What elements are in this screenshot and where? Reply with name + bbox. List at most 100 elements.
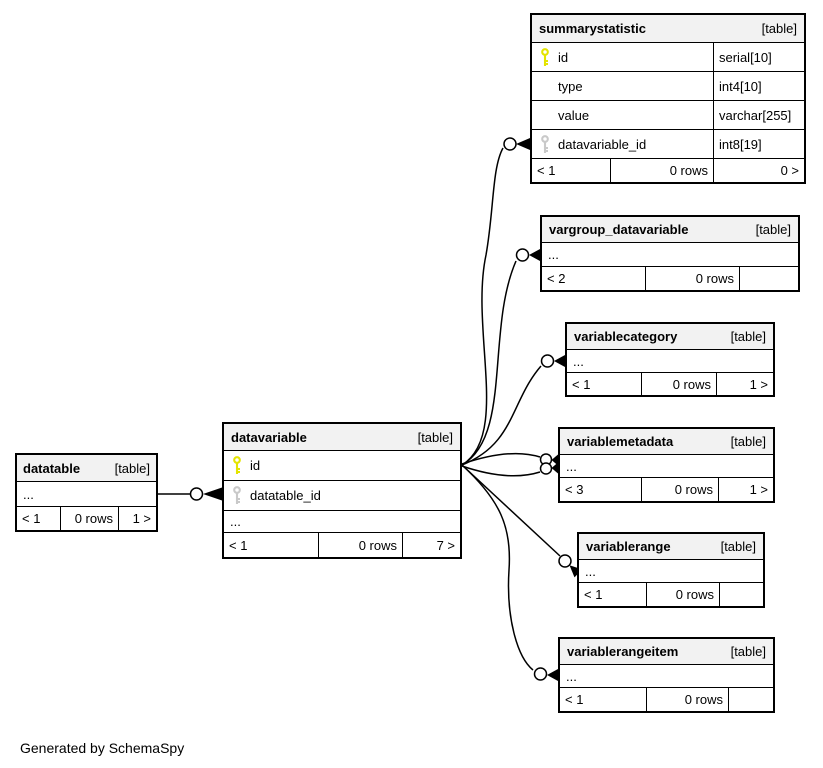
table-footer: < 1 0 rows 7 > <box>224 533 460 557</box>
table-footer: < 1 0 rows 1 > <box>17 507 156 530</box>
column-type: serial[10] <box>713 43 804 71</box>
column-row: type int4[10] <box>532 72 804 101</box>
columns-ellipsis: ... <box>17 482 156 507</box>
relationship-datavariable-variablerange <box>461 464 583 578</box>
table-title[interactable]: datavariable <box>231 429 307 445</box>
footer-prev: < 2 <box>547 271 566 286</box>
columns-ellipsis: ... <box>560 665 773 688</box>
table-header: datavariable [table] <box>224 424 460 451</box>
footer-next <box>728 688 773 711</box>
table-title[interactable]: variablerangeitem <box>567 644 679 659</box>
table-datatable[interactable]: datatable [table] ... < 1 0 rows 1 > <box>15 453 158 532</box>
table-tag: [table] <box>761 21 797 36</box>
table-footer: < 1 0 rows 0 > <box>532 159 804 182</box>
column-type: int8[19] <box>713 130 804 158</box>
column-row: datatable_id <box>224 481 460 511</box>
footer-prev: < 1 <box>229 537 248 553</box>
table-tag: [table] <box>730 644 766 659</box>
table-header: variablecategory [table] <box>567 324 773 350</box>
column-name: value <box>558 107 590 123</box>
table-footer: < 3 0 rows 1 > <box>560 478 773 501</box>
footer-next: 1 > <box>716 373 773 395</box>
footer-prev: < 1 <box>565 692 584 707</box>
cardinality-circle <box>540 354 555 368</box>
table-title[interactable]: vargroup_datavariable <box>549 222 689 237</box>
relationship-datavariable-variablerangeitem <box>461 464 558 681</box>
foreign-key-icon <box>532 134 558 154</box>
columns-ellipsis: ... <box>579 560 763 583</box>
footer-rowcount: 0 rows <box>60 507 118 530</box>
table-variablerangeitem[interactable]: variablerangeitem [table] ... < 1 0 rows <box>558 637 775 713</box>
crowfoot-arrow-icon <box>569 565 583 578</box>
column-name: datatable_id <box>250 488 321 503</box>
relationship-datavariable-variablecategory <box>461 354 565 466</box>
columns-ellipsis: ... <box>567 350 773 373</box>
table-title[interactable]: variablemetadata <box>567 434 674 449</box>
relationship-datatable-datavariable <box>158 487 222 501</box>
table-variablemetadata[interactable]: variablemetadata [table] ... < 3 0 rows … <box>558 427 775 503</box>
crowfoot-arrow-icon <box>551 454 558 466</box>
table-header: variablemetadata [table] <box>560 429 773 455</box>
table-title[interactable]: variablerange <box>586 539 671 554</box>
table-variablerange[interactable]: variablerange [table] ... < 1 0 rows <box>577 532 765 608</box>
footer-prev: < 1 <box>584 587 603 602</box>
table-variablecategory[interactable]: variablecategory [table] ... < 1 0 rows … <box>565 322 775 397</box>
table-title[interactable]: summarystatistic <box>539 21 646 36</box>
column-type: int4[10] <box>713 72 804 100</box>
footer-next <box>739 267 798 290</box>
table-tag: [table] <box>720 539 756 554</box>
columns-ellipsis: ... <box>560 455 773 478</box>
table-header: variablerangeitem [table] <box>560 639 773 665</box>
table-tag: [table] <box>755 222 791 237</box>
primary-key-icon <box>224 456 250 475</box>
crowfoot-arrow-icon <box>516 138 530 150</box>
table-datavariable[interactable]: datavariable [table] id datatable_id ...… <box>222 422 462 559</box>
primary-key-icon <box>532 47 558 67</box>
crowfoot-arrow-icon <box>529 249 540 261</box>
footer-rowcount: 0 rows <box>646 583 719 606</box>
cardinality-circle <box>503 137 517 151</box>
column-name: id <box>250 458 261 473</box>
table-tag: [table] <box>417 429 453 445</box>
table-summarystatistic[interactable]: summarystatistic [table] id serial[10] t… <box>530 13 806 184</box>
cardinality-circle <box>533 667 548 681</box>
table-tag: [table] <box>114 460 150 476</box>
column-type: varchar[255] <box>713 101 804 129</box>
column-name: id <box>558 49 569 65</box>
footer-rowcount: 0 rows <box>646 688 728 711</box>
table-title[interactable]: datatable <box>23 460 81 476</box>
generator-note: Generated by SchemaSpy <box>20 740 185 756</box>
table-vargroup-datavariable[interactable]: vargroup_datavariable [table] ... < 2 0 … <box>540 215 800 292</box>
crowfoot-arrow-icon <box>203 487 222 501</box>
relationship-datavariable-variablemetadata-2 <box>461 462 558 477</box>
footer-prev: < 1 <box>22 511 41 526</box>
footer-rowcount: 0 rows <box>641 478 718 501</box>
footer-rowcount: 0 rows <box>318 533 402 557</box>
table-tag: [table] <box>730 329 766 344</box>
cardinality-circle <box>558 554 572 568</box>
cardinality-circle <box>189 487 204 501</box>
relationship-datavariable-vargroup <box>461 248 540 466</box>
table-title[interactable]: variablecategory <box>574 329 678 344</box>
footer-next <box>719 583 763 606</box>
column-name: type <box>558 78 583 94</box>
crowfoot-arrow-icon <box>547 669 558 681</box>
footer-next: 1 > <box>718 478 773 501</box>
crowfoot-arrow-icon <box>554 355 565 367</box>
footer-prev: < 3 <box>565 482 584 497</box>
footer-rowcount: 0 rows <box>610 159 713 182</box>
column-row: value varchar[255] <box>532 101 804 130</box>
relationship-datavariable-variablemetadata-1 <box>461 452 558 466</box>
footer-prev: < 1 <box>537 163 556 178</box>
cardinality-circle <box>515 248 530 262</box>
crowfoot-arrow-icon <box>551 462 558 474</box>
columns-ellipsis: ... <box>224 511 460 533</box>
table-header: summarystatistic [table] <box>532 15 804 43</box>
footer-rowcount: 0 rows <box>641 373 716 395</box>
footer-next: 7 > <box>402 533 460 557</box>
table-footer: < 1 0 rows <box>579 583 763 606</box>
column-row: id <box>224 451 460 481</box>
table-footer: < 2 0 rows <box>542 267 798 290</box>
foreign-key-icon <box>224 486 250 505</box>
footer-rowcount: 0 rows <box>645 267 739 290</box>
